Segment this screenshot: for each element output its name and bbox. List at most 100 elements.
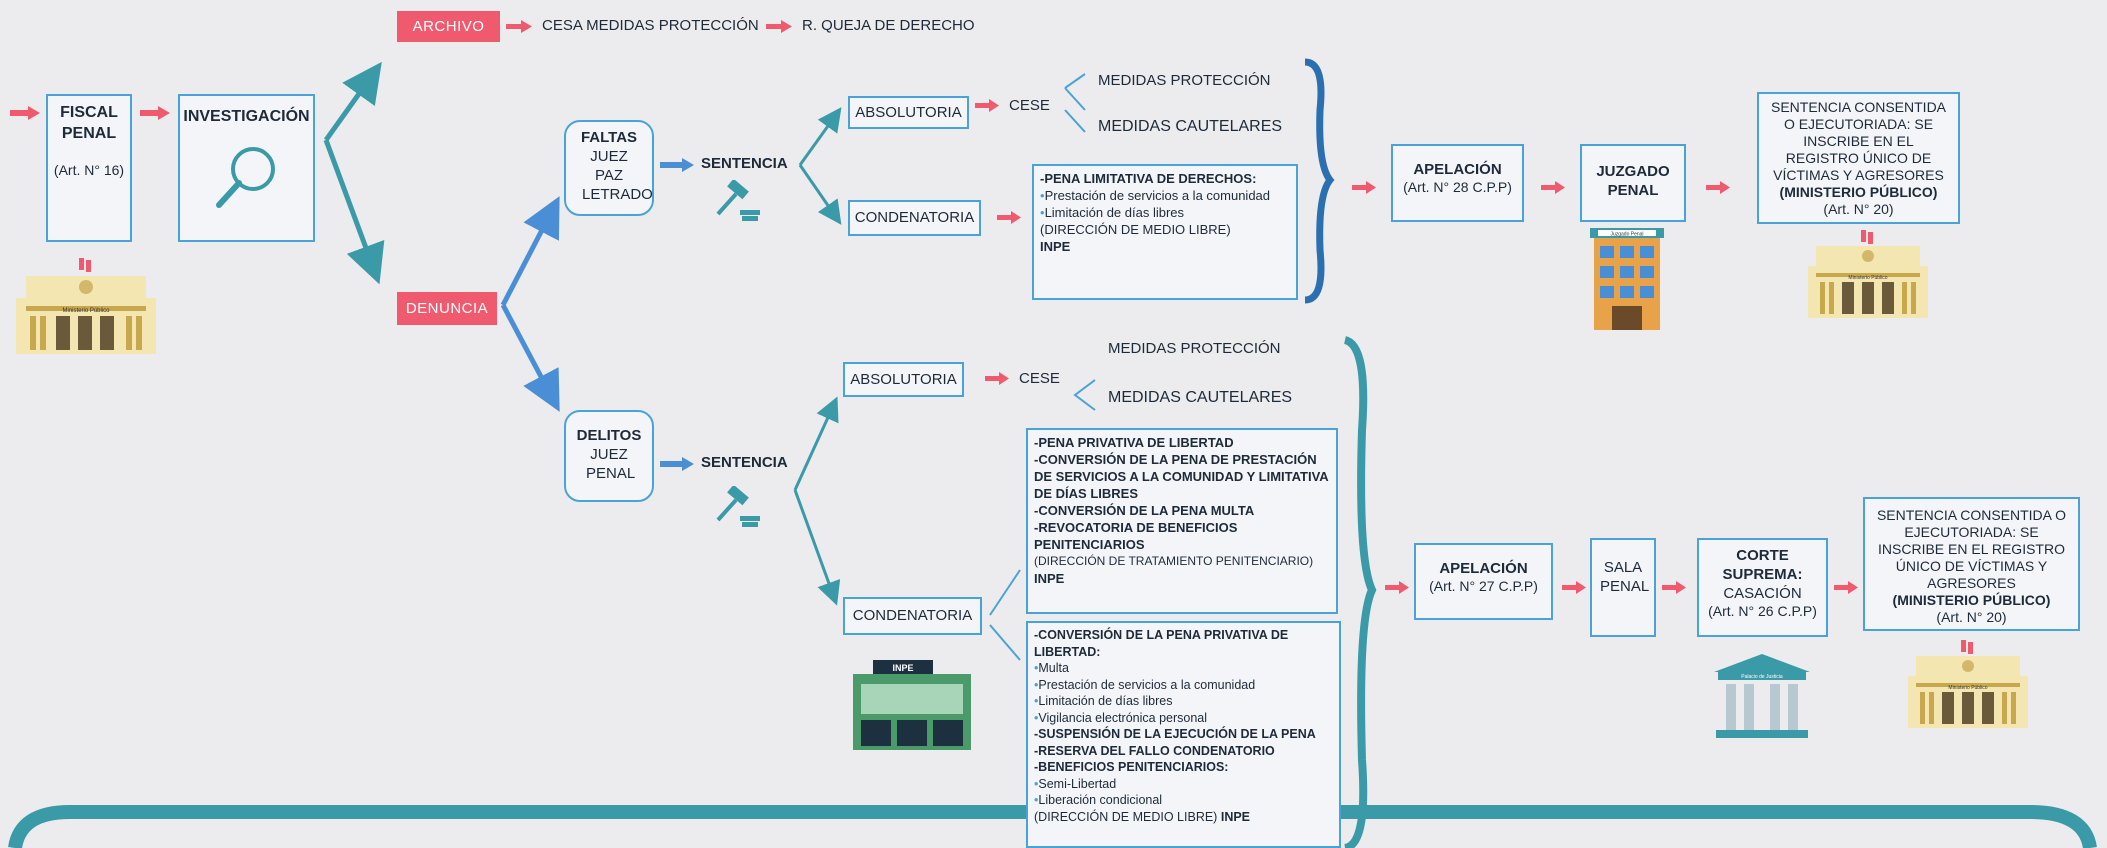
lower-fork-down [793,489,841,606]
upper-final-art: (Art. N° 20) [1823,201,1894,217]
lower-apelacion: APELACIÓN [1439,560,1528,577]
gavel-icon [712,178,764,224]
arrow-lower-final [1834,581,1858,594]
arrow-upper-juzg [1541,181,1565,194]
casacion: CASACIÓN [1723,585,1802,602]
fiscal-art: (Art. N° 16) [53,162,125,178]
box1-line: -CONVERSIÓN DE LA PENA MULTA [1034,503,1255,518]
arrow-upper-apel [1352,181,1376,194]
denuncia-tag: DENUNCIA [397,292,497,325]
lower-fork-up [793,396,839,491]
arrow-cesa [766,20,792,33]
box2-note: (DIRECCIÓN DE MEDIO LIBRE) [1034,809,1218,824]
box2-bold: -RESERVA DEL FALLO CONDENATORIO [1034,743,1275,758]
box1-line: -REVOCATORIA DE BENEFICIOS PENITENCIARIO… [1034,520,1238,552]
svg-text:Ministerio Público: Ministerio Público [62,308,110,314]
cesa-label: CESA MEDIDAS PROTECCIÓN [542,17,759,34]
arrow-upper-cond [997,211,1021,224]
upper-cese-split [1064,73,1086,133]
archivo-tag: ARCHIVO [397,11,500,42]
upper-fork-down [798,164,842,225]
upper-apelacion-art: (Art. N° 28 C.P.P) [1403,179,1512,195]
pena-title: -PENA LIMITATIVA DE DERECHOS: [1040,171,1257,186]
box2-item: Prestación de servicios a la comunidad [1038,677,1256,692]
box2-item: Semi-Libertad [1038,776,1117,791]
pena-item: Limitación de días libres [1044,205,1185,220]
juzgado-box: JUZGADO PENAL [1580,144,1686,222]
ministerio-building-icon: Ministerio Público [1908,640,2028,730]
svg-text:Ministerio Público: Ministerio Público [1848,275,1887,281]
fork-down-line [323,139,385,285]
lower-final-box: SENTENCIA CONSENTIDA O EJECUTORIADA: SE … [1863,497,2080,631]
box2-item: Multa [1038,661,1069,675]
corte-title: CORTE SUPREMA: [1722,547,1803,583]
arrow-lower-corte [1662,581,1686,594]
upper-absolutoria: ABSOLUTORIA [848,96,969,129]
arrow-delitos-sent [660,457,694,471]
lower-box2: -CONVERSIÓN DE LA PENA PRIVATIVA DE LIBE… [1026,621,1341,848]
lower-medidas-proteccion: MEDIDAS PROTECCIÓN [1108,340,1281,357]
upper-pena-box: -PENA LIMITATIVA DE DERECHOS: •Prestació… [1032,164,1298,300]
queja-label: R. QUEJA DE DERECHO [802,17,975,34]
pena-inpe: INPE [1040,239,1071,254]
upper-sentencia: SENTENCIA [701,155,788,172]
lower-absolutoria: ABSOLUTORIA [843,362,964,397]
upper-condenatoria: CONDENATORIA [848,200,981,236]
box2-inpe: INPE [1220,809,1251,824]
lower-cese: CESE [1019,370,1060,387]
upper-final-text: SENTENCIA CONSENTIDA O EJECUTORIADA: SE … [1770,99,1947,183]
pena-note: (DIRECCIÓN DE MEDIO LIBRE) [1040,222,1231,237]
lower-box1: -PENA PRIVATIVA DE LIBERTAD -CONVERSIÓN … [1026,428,1338,614]
lower-cese-split [1073,379,1096,411]
box2-item: Vigilancia electrónica personal [1038,710,1208,725]
ministerio-building-icon: Ministerio Público [16,258,156,358]
arrow-archivo [506,20,532,33]
delitos-box: DELITOS JUEZ PENAL [564,410,654,502]
juzgado-building-icon: Juzgado Penal [1590,228,1664,330]
upper-fork-up [798,107,842,166]
lower-sentencia: SENTENCIA [701,454,788,471]
arrow-lower-sala [1562,581,1586,594]
sala-title: SALA PENAL [1600,559,1650,595]
lower-cond-split [989,569,1021,661]
fiscal-title: FISCAL PENAL [60,104,118,142]
box2-bold: -BENEFICIOS PENITENCIARIOS: [1034,760,1229,774]
upper-final-box: SENTENCIA CONSENTIDA O EJECUTORIADA: SE … [1757,92,1960,224]
fiscal-box: FISCAL PENAL (Art. N° 16) [46,94,132,242]
faltas-sub: JUEZ PAZ LETRADO [582,148,653,203]
investigacion-title: INVESTIGACIÓN [183,108,310,125]
corte-box: CORTE SUPREMA: CASACIÓN (Art. N° 26 C.P.… [1697,538,1828,637]
faltas-box: FALTAS JUEZ PAZ LETRADO [564,120,654,216]
box1-line: -PENA PRIVATIVA DE LIBERTAD [1034,435,1234,450]
upper-apelacion-box: APELACIÓN (Art. N° 28 C.P.P) [1391,144,1524,222]
box1-note: (DIRECCIÓN DE TRATAMIENTO PENITENCIARIO) [1034,554,1314,568]
box2-bold: -SUSPENSIÓN DE LA EJECUCIÓN DE LA PENA [1034,727,1316,741]
upper-apelacion: APELACIÓN [1413,161,1502,178]
lower-brace [1343,336,1377,848]
upper-cese: CESE [1009,97,1050,114]
svg-text:Ministerio Público: Ministerio Público [1948,685,1987,691]
bottom-swoosh [8,805,2097,848]
magnifier-icon [215,147,275,208]
palacio-justicia-icon: Palacio de Justicia [1712,654,1812,738]
ministerio-building-icon: Ministerio Público [1808,230,1928,320]
sala-box: SALA PENAL [1590,538,1656,637]
arrow-faltas-sent [660,158,694,172]
arrow-upper-final [1706,181,1730,194]
pena-item: Prestación de servicios a la comunidad [1044,188,1271,203]
arrow-lower-abs [985,372,1009,385]
upper-brace [1304,58,1335,304]
box2-item: Limitación de días libres [1038,694,1173,708]
lower-condenatoria: CONDENATORIA [843,597,982,635]
denuncia-up-line [500,196,560,307]
arrow-upper-abs [975,99,999,112]
delitos-sub: JUEZ PENAL [586,446,636,482]
juzgado-title: JUZGADO PENAL [1596,163,1670,199]
svg-text:INPE: INPE [892,663,913,673]
lower-apelacion-art: (Art. N° 27 C.P.P) [1429,578,1538,594]
inpe-building-icon: INPE [853,660,971,750]
arrow-lower-apel [1385,581,1409,594]
upper-medidas-proteccion: MEDIDAS PROTECCIÓN [1098,72,1271,89]
lower-final-art: (Art. N° 20) [1936,609,2007,625]
